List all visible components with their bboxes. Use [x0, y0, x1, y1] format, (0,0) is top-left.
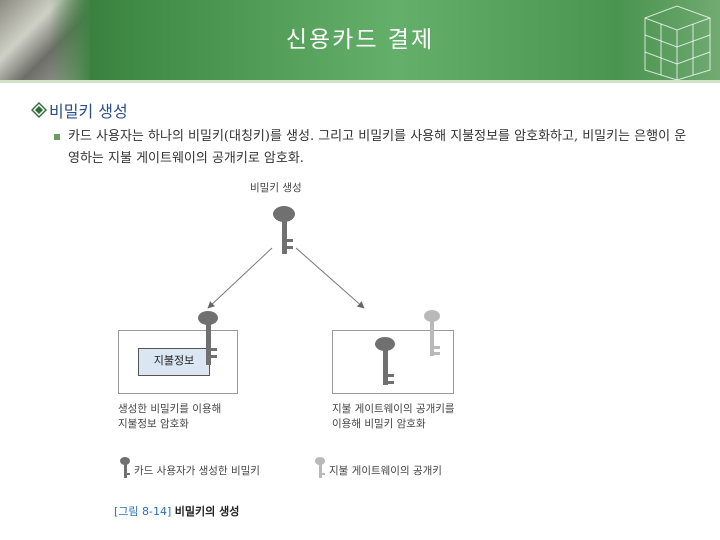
- keyboard-photo: [0, 0, 90, 80]
- left-secret-key-icon: [198, 311, 218, 365]
- legend-label-public-key: 지불 게이트웨이의 공개키: [329, 465, 442, 477]
- cube-graphic: [615, 0, 720, 80]
- square-bullet-icon: [54, 134, 60, 140]
- section-heading-row: 비밀키 생성: [31, 98, 128, 122]
- right-public-key-icon: [424, 310, 440, 356]
- page-title: 신용카드 결제: [285, 27, 435, 53]
- diamond-bullet-icon: [31, 102, 47, 118]
- legend-label-secret-key: 카드 사용자가 생성한 비밀키: [134, 465, 260, 477]
- right-secret-key-icon: [375, 337, 395, 385]
- legend-light-key-icon: [315, 457, 325, 478]
- section-heading: 비밀키 생성: [49, 102, 128, 121]
- header-divider: [0, 80, 720, 83]
- figure-caption: [그림 8-14] 비밀키의 생성: [114, 503, 239, 519]
- right-box-caption: 지불 게이트웨이의 공개키를 이용해 비밀키 암호화: [332, 402, 502, 432]
- arrow-to-right-box: [295, 247, 365, 309]
- right-box-caption-text: 지불 게이트웨이의 공개키를 이용해 비밀키 암호화: [332, 403, 455, 430]
- left-box-caption: 생성한 비밀키를 이용해 지불정보 암호화: [118, 402, 278, 432]
- arrow-to-left-box: [207, 247, 273, 309]
- figure-keys-overlay: [120, 310, 440, 478]
- key-generation-figure: 비밀키 생성 지불정보: [100, 176, 500, 526]
- bullet-item: 카드 사용자는 하나의 비밀키(대칭키)를 생성. 그리고 비밀키를 사용해 지…: [54, 126, 696, 170]
- bullet-text: 카드 사용자는 하나의 비밀키(대칭키)를 생성. 그리고 비밀키를 사용해 지…: [68, 129, 687, 166]
- top-secret-key-icon: [273, 206, 295, 254]
- legend-dark-key-icon: [120, 457, 130, 478]
- figure-caption-title: 비밀키의 생성: [174, 505, 240, 518]
- title-banner: 신용카드 결제: [0, 0, 720, 80]
- figure-caption-number: [그림 8-14]: [114, 505, 172, 518]
- wireframe-cube-icon: [644, 5, 711, 80]
- figure-top-label: 비밀키 생성: [250, 182, 302, 194]
- figure-diagram: [207, 206, 365, 309]
- left-box-caption-text: 생성한 비밀키를 이용해 지불정보 암호화: [118, 403, 222, 430]
